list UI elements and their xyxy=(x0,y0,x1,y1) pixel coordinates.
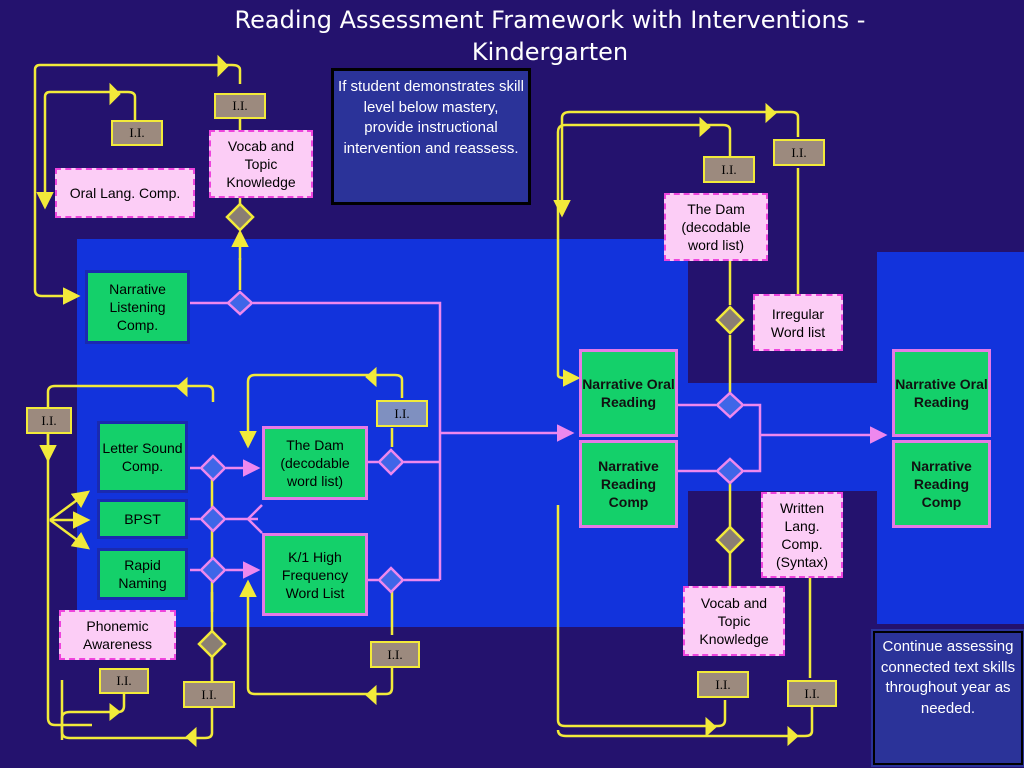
the-dam-box-right: The Dam (decodable word list) xyxy=(664,193,768,261)
intervention-badge: I.I. xyxy=(370,641,420,668)
bpst-box: BPST xyxy=(97,499,188,539)
blue-panel-right xyxy=(877,252,1024,624)
decision-diamond xyxy=(715,391,745,419)
decision-diamond xyxy=(199,454,227,482)
intervention-badge: I.I. xyxy=(99,668,149,694)
vocab-topic-box-right: Vocab and Topic Knowledge xyxy=(683,586,785,656)
narrative-oral-reading-box-mid: Narrative Oral Reading xyxy=(579,349,678,437)
decision-diamond xyxy=(197,629,227,659)
decision-diamond xyxy=(226,290,254,316)
decision-diamond xyxy=(715,525,745,555)
page-title: Reading Assessment Framework with Interv… xyxy=(234,6,866,66)
continue-assessing-note: Continue assessing connected text skills… xyxy=(871,629,1024,767)
intervention-badge: I.I. xyxy=(773,139,825,166)
decision-diamond xyxy=(199,505,227,533)
decision-diamond xyxy=(225,202,255,232)
intervention-badge: I.I. xyxy=(26,407,72,434)
flow-arrowheads xyxy=(109,54,799,748)
decision-diamond xyxy=(377,448,405,476)
decision-diamond xyxy=(199,556,227,584)
decision-diamond xyxy=(715,457,745,485)
irregular-word-list-box: Irregular Word list xyxy=(753,294,843,351)
letter-sound-comp-box: Letter Sound Comp. xyxy=(97,421,188,493)
narrative-oral-reading-box-right: Narrative Oral Reading xyxy=(892,349,991,437)
rapid-naming-box: Rapid Naming xyxy=(97,548,188,600)
intervention-badge: I.I. xyxy=(111,120,163,146)
decision-diamond xyxy=(377,566,405,594)
narrative-reading-comp-box-mid: Narrative Reading Comp xyxy=(579,440,678,528)
intervention-badge: I.I. xyxy=(697,671,749,698)
narrative-reading-comp-box-right: Narrative Reading Comp xyxy=(892,440,991,528)
intervention-note: If student demonstrates skill level belo… xyxy=(331,68,531,205)
vocab-topic-box-left: Vocab and Topic Knowledge xyxy=(209,130,313,198)
intervention-badge: I.I. xyxy=(214,93,266,119)
narrative-listening-comp-box: Narrative Listening Comp. xyxy=(85,270,190,344)
decision-diamond xyxy=(715,305,745,335)
intervention-badge: I.I. xyxy=(183,681,235,708)
oral-lang-comp-box: Oral Lang. Comp. xyxy=(55,168,195,218)
intervention-badge: I.I. xyxy=(703,156,755,183)
the-dam-box-mid: The Dam (decodable word list) xyxy=(262,426,368,500)
k1-high-frequency-box: K/1 High Frequency Word List xyxy=(262,533,368,616)
intervention-badge: I.I. xyxy=(376,400,428,427)
phonemic-awareness-box: Phonemic Awareness xyxy=(59,610,176,660)
written-lang-comp-box: Written Lang. Comp. (Syntax) xyxy=(761,492,843,578)
intervention-badge: I.I. xyxy=(787,680,837,707)
